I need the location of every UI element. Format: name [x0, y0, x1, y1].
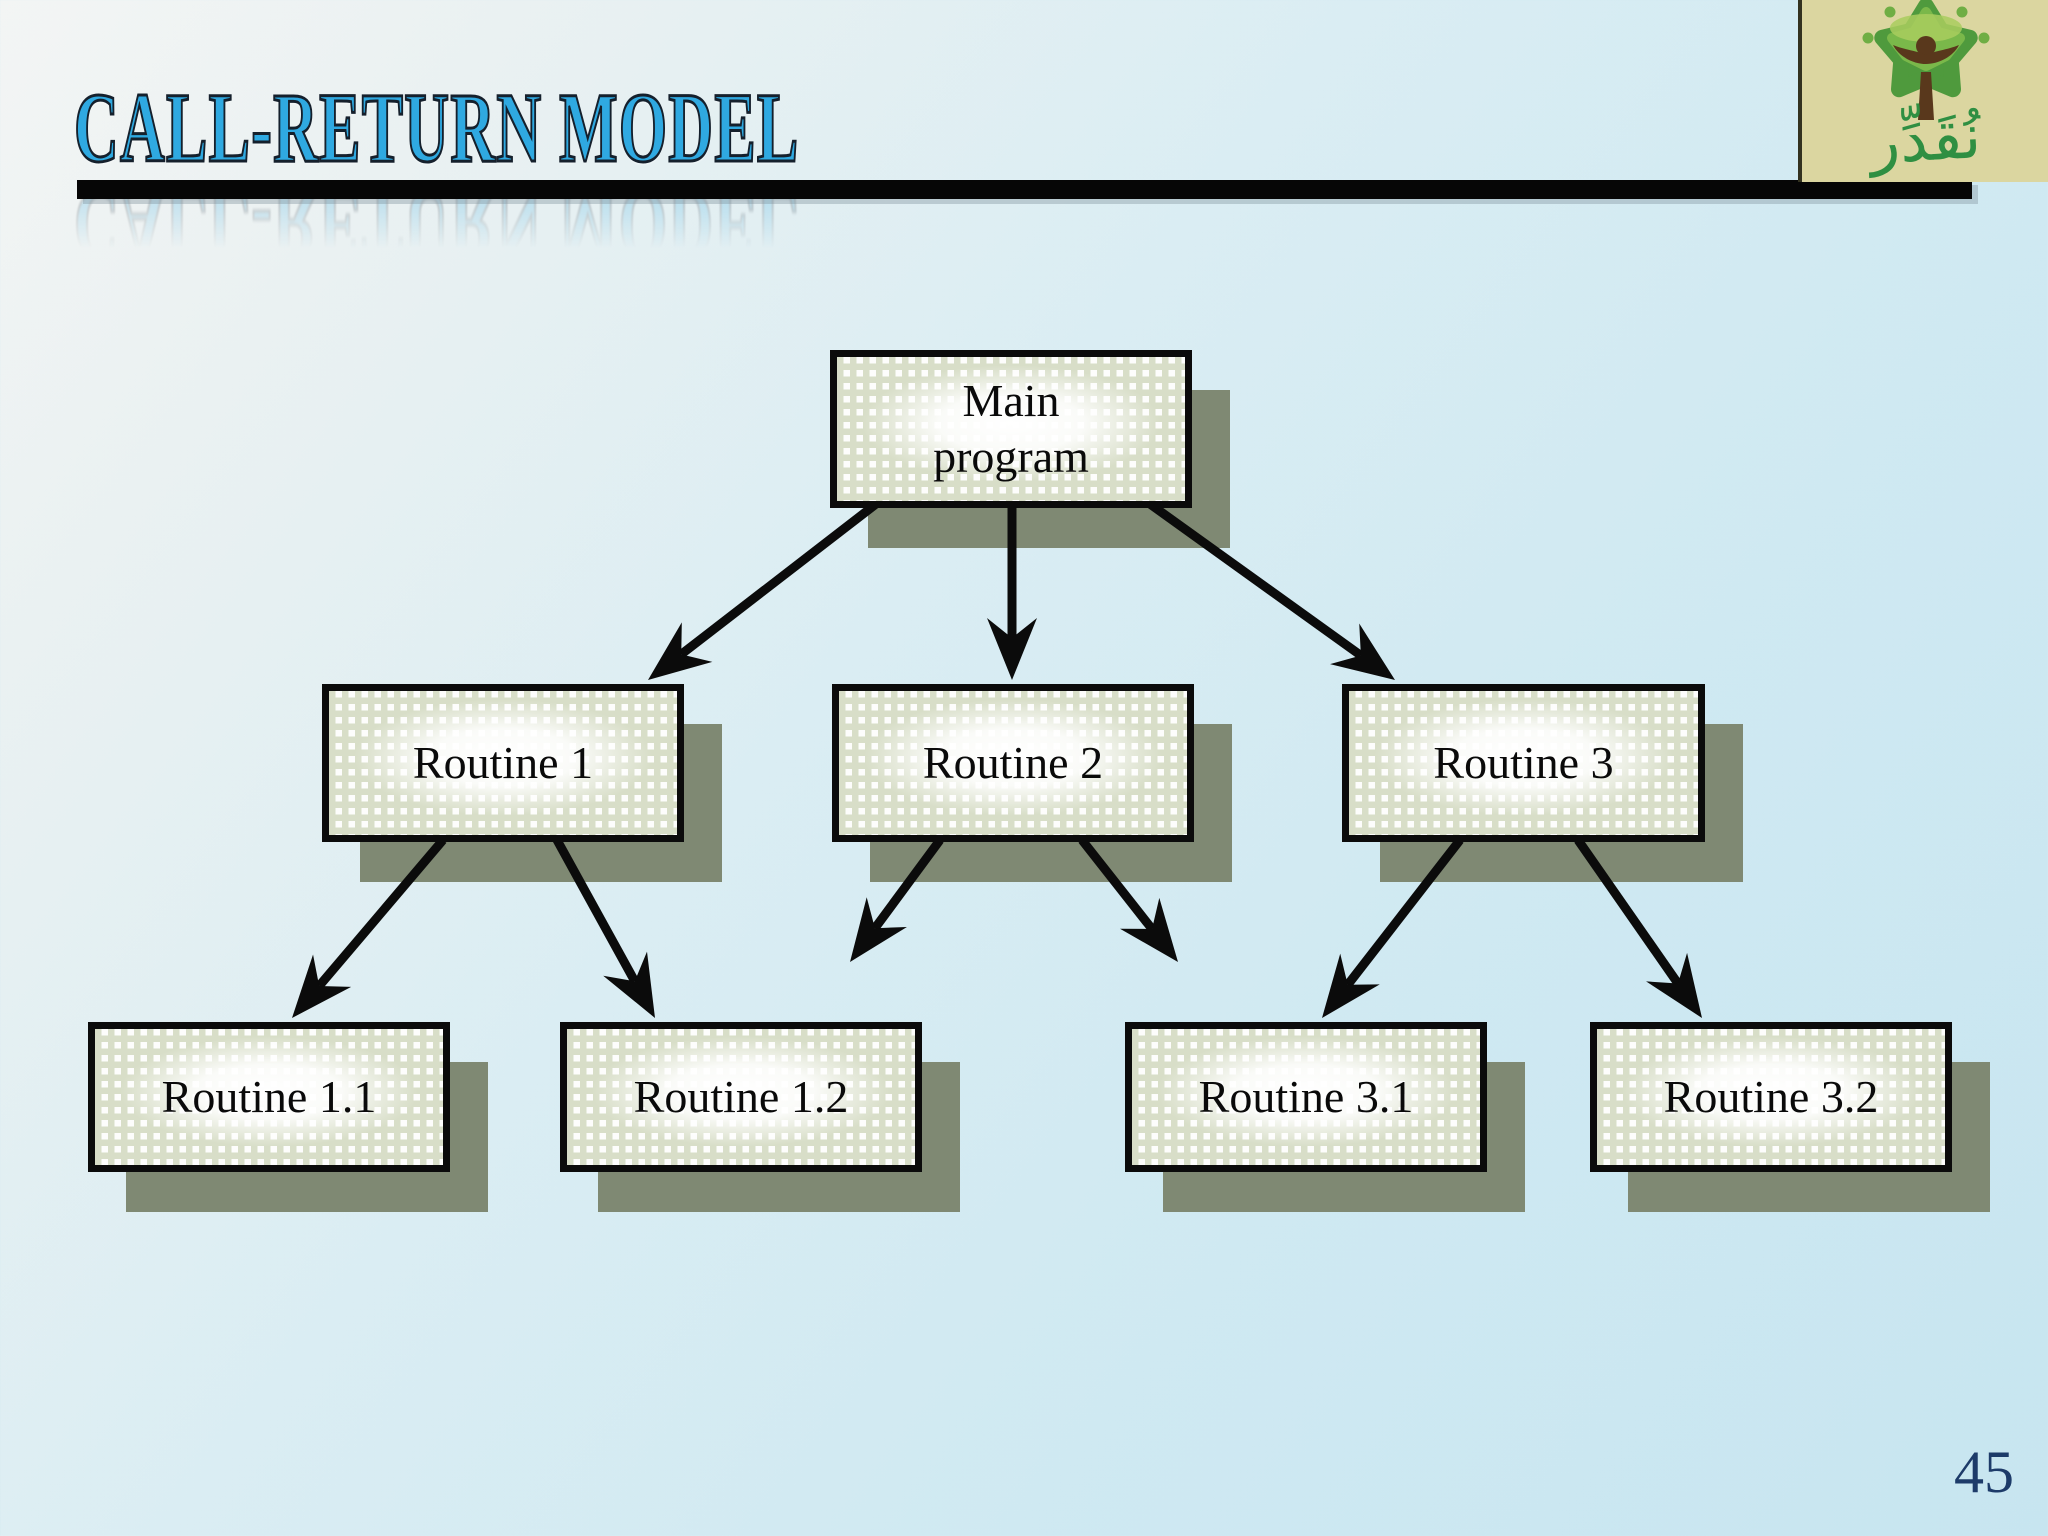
call-arrow-shaft-8 — [1574, 837, 1682, 987]
call-arrow-head-8 — [1646, 952, 1702, 1018]
node-routine-3-1: Routine 3.1 — [1125, 1022, 1487, 1172]
node-routine-1-2: Routine 1.2 — [560, 1022, 922, 1172]
tree-people-icon: نُقَدِّر — [1862, 0, 1990, 178]
node-routine-3-2: Routine 3.2 — [1590, 1022, 1952, 1172]
call-arrow-shaft-5 — [871, 837, 944, 931]
call-arrow-head-1 — [987, 618, 1037, 680]
call-arrow-shaft-2 — [1147, 500, 1364, 660]
call-arrow-head-2 — [1330, 623, 1395, 680]
org-logo: نُقَدِّر — [1798, 0, 2048, 182]
call-arrow-head-3 — [292, 954, 352, 1018]
call-arrow-head-4 — [603, 951, 655, 1018]
call-arrow-shaft-4 — [553, 837, 639, 984]
logo-arabic-text: نُقَدِّر — [1865, 99, 1984, 178]
node-routine-2: Routine 2 — [832, 684, 1194, 842]
call-arrow-head-0 — [648, 622, 713, 680]
call-arrow-shaft-0 — [678, 500, 879, 658]
call-arrow-shaft-6 — [1078, 837, 1156, 932]
page-number: 45 — [1954, 1439, 2014, 1505]
title-underline-rule — [77, 180, 1972, 199]
call-arrow-head-7 — [1322, 953, 1380, 1018]
call-arrow-head-5 — [850, 897, 907, 962]
call-arrow-shaft-7 — [1344, 837, 1464, 988]
node-routine-1-1: Routine 1.1 — [88, 1022, 450, 1172]
node-main-program: Main program — [830, 350, 1192, 508]
call-arrow-head-6 — [1120, 897, 1178, 962]
node-routine-1: Routine 1 — [322, 684, 684, 842]
call-arrow-shaft-3 — [315, 837, 447, 989]
node-routine-3: Routine 3 — [1342, 684, 1705, 842]
